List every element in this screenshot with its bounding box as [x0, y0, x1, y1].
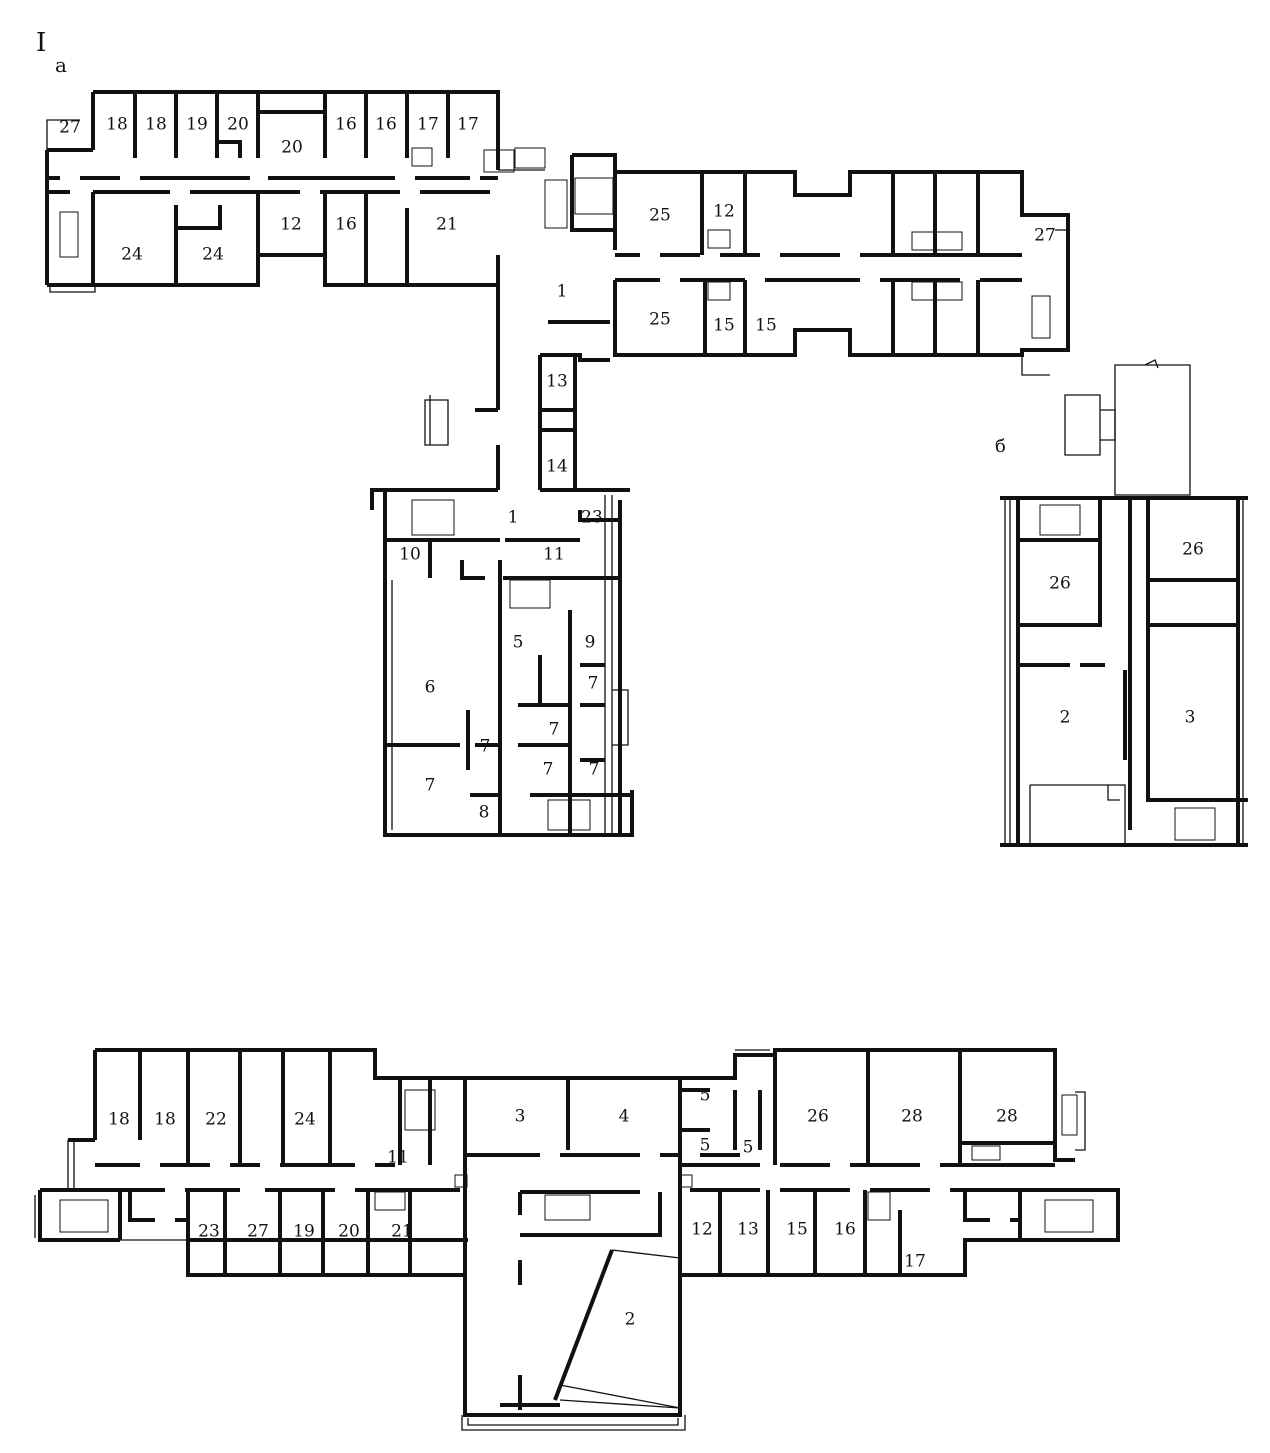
- plan-a-caption: a: [55, 53, 67, 77]
- room-label: 20: [281, 137, 303, 158]
- room-label: 5: [512, 632, 524, 653]
- room-label: 1: [556, 281, 568, 302]
- figure-roman-numeral: I: [36, 28, 47, 58]
- room-label: 22: [205, 1109, 227, 1130]
- room-label: 16: [834, 1219, 856, 1240]
- room-label: 3: [514, 1106, 526, 1127]
- room-label: 7: [424, 775, 436, 796]
- room-label: 18: [108, 1109, 130, 1130]
- plan-c-thin-lines: [34, 1049, 1086, 1431]
- room-label: 27: [1034, 225, 1056, 246]
- plan-b-thin-lines: [1004, 359, 1244, 845]
- room-label: 10: [399, 544, 421, 565]
- room-label: 17: [417, 114, 439, 135]
- room-label: 19: [293, 1221, 315, 1242]
- room-label: 6: [424, 677, 436, 698]
- room-label: 28: [996, 1106, 1018, 1127]
- room-label: 9: [584, 632, 596, 653]
- room-label: 12: [691, 1219, 713, 1240]
- room-label: 21: [391, 1221, 413, 1242]
- room-label: 2: [1059, 707, 1071, 728]
- room-label: 26: [807, 1106, 829, 1127]
- room-label: 3: [1184, 707, 1196, 728]
- room-label: 18: [145, 114, 167, 135]
- room-label: 8: [478, 802, 490, 823]
- room-label: 15: [786, 1219, 808, 1240]
- room-label: 2: [624, 1309, 636, 1330]
- room-label: 5: [742, 1137, 754, 1158]
- room-label: 27: [59, 117, 81, 138]
- room-label: 5: [699, 1135, 711, 1156]
- room-label: 7: [479, 736, 491, 757]
- room-label: 26: [1182, 539, 1204, 560]
- room-label: 18: [106, 114, 128, 135]
- room-label: 17: [457, 114, 479, 135]
- room-label: 25: [649, 205, 671, 226]
- room-label: 7: [588, 759, 600, 780]
- room-label: 11: [543, 544, 565, 565]
- room-label: 7: [587, 673, 599, 694]
- room-label: 24: [202, 244, 224, 265]
- room-label: 15: [755, 315, 777, 336]
- room-label: 23: [581, 507, 603, 528]
- room-label: 23: [198, 1221, 220, 1242]
- room-label: 13: [546, 371, 568, 392]
- plan-c-walls: [38, 1048, 1120, 1417]
- plan-b-walls: [1000, 496, 1248, 847]
- room-label: 7: [542, 759, 554, 780]
- room-label: 20: [227, 114, 249, 135]
- room-label: 16: [335, 114, 357, 135]
- room-label: 5: [699, 1085, 711, 1106]
- room-label: 17: [904, 1251, 926, 1272]
- room-label: 24: [294, 1109, 316, 1130]
- room-label: 18: [154, 1109, 176, 1130]
- room-label: 1: [507, 507, 519, 528]
- plan-c-stairs: [59, 1089, 1094, 1233]
- plan-a-stairs: [59, 147, 1051, 831]
- plan-b-caption: б: [995, 436, 1006, 457]
- room-label: 16: [335, 214, 357, 235]
- room-label: 12: [280, 214, 302, 235]
- room-label: 26: [1049, 573, 1071, 594]
- room-label: 28: [901, 1106, 923, 1127]
- room-label: 13: [737, 1219, 759, 1240]
- room-label: 24: [121, 244, 143, 265]
- room-label: 4: [618, 1106, 630, 1127]
- plan-a-thin-lines: [46, 119, 1070, 835]
- room-label: 20: [338, 1221, 360, 1242]
- room-label: 19: [186, 114, 208, 135]
- room-label: 25: [649, 309, 671, 330]
- room-label: 16: [375, 114, 397, 135]
- room-label: 14: [546, 456, 568, 477]
- plan-b-stairs: [1039, 504, 1216, 841]
- room-label: 15: [713, 315, 735, 336]
- room-label: 27: [247, 1221, 269, 1242]
- room-label: 11: [387, 1147, 409, 1168]
- room-label: 21: [436, 214, 458, 235]
- room-label: 12: [713, 201, 735, 222]
- room-label: 7: [548, 719, 560, 740]
- plan-a-walls: [45, 90, 1070, 837]
